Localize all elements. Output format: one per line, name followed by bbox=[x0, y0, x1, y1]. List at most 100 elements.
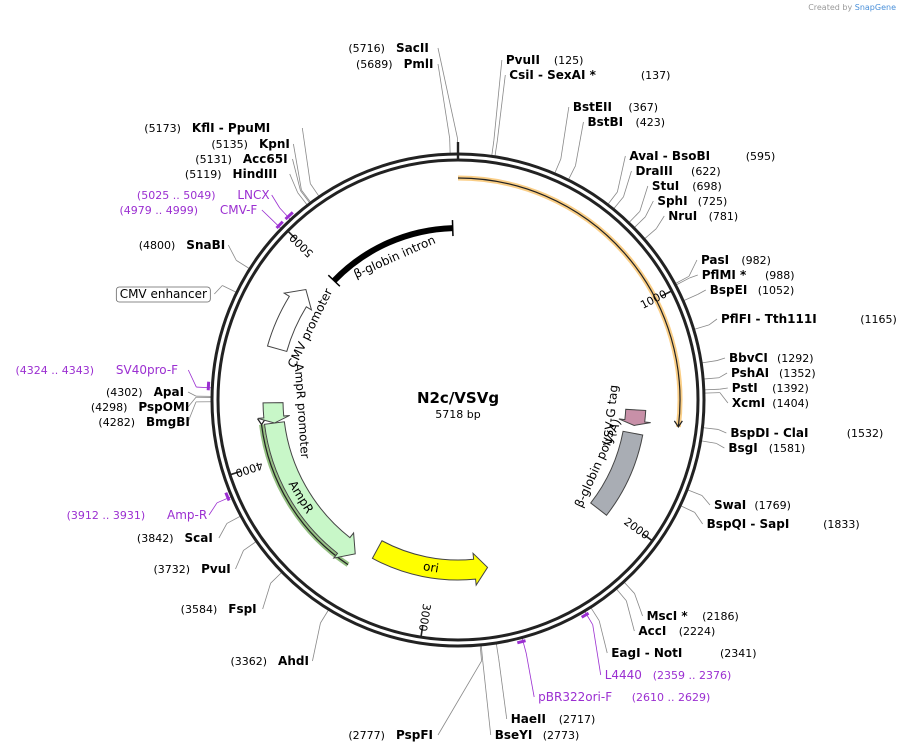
site-label-bbvci: BbvCI(1292) bbox=[729, 351, 814, 365]
site-name: HindIII bbox=[233, 167, 278, 181]
site-position: (1404) bbox=[772, 397, 809, 410]
site-position: (423) bbox=[635, 116, 665, 129]
site-position: (1392) bbox=[772, 382, 809, 395]
site-line bbox=[567, 165, 576, 181]
site-label-acci: AccI(2224) bbox=[638, 624, 715, 638]
site-label-swai: SwaI (1769) bbox=[714, 498, 791, 512]
site-position: (2224) bbox=[679, 625, 716, 638]
site-name: Amp-R bbox=[167, 508, 207, 522]
site-lines-layer bbox=[187, 47, 729, 736]
site-label-nrui: NruI(781) bbox=[668, 209, 738, 223]
orf-orange-head bbox=[673, 420, 683, 428]
site-label-pvui: PvuI(3732) bbox=[153, 562, 230, 576]
site-line bbox=[496, 74, 506, 142]
site-line bbox=[716, 357, 726, 361]
site-name: SwaI bbox=[714, 498, 746, 512]
site-line bbox=[590, 606, 600, 621]
site-position: (4979 .. 4999) bbox=[119, 204, 198, 217]
site-line bbox=[289, 173, 299, 193]
site-line bbox=[292, 158, 301, 191]
site-position: (5716) bbox=[348, 42, 385, 55]
site-name: SphI bbox=[657, 194, 687, 208]
site-name: SnaBI bbox=[186, 238, 225, 252]
site-line bbox=[719, 392, 729, 404]
ampr-promoter-shape bbox=[257, 402, 290, 424]
site-line bbox=[616, 155, 626, 193]
tick-label: 3000 bbox=[416, 603, 433, 633]
site-line bbox=[495, 642, 500, 659]
site-line bbox=[196, 386, 213, 389]
site-label-haeii: HaeII(2717) bbox=[511, 712, 596, 726]
site-label-sphi: SphI(725) bbox=[657, 194, 727, 208]
site-line bbox=[491, 140, 495, 157]
site-line bbox=[293, 143, 302, 191]
site-line bbox=[320, 609, 330, 624]
site-line bbox=[226, 515, 242, 524]
site-label-acc65i: Acc65I(5131) bbox=[195, 152, 287, 166]
site-line bbox=[703, 377, 720, 380]
site-label-kpni: KpnI(5135) bbox=[211, 137, 290, 151]
primer-label-amp-r: Amp-R(3912 .. 3931) bbox=[67, 508, 208, 522]
site-position: (1581) bbox=[769, 442, 806, 455]
orf-green-line bbox=[260, 424, 349, 566]
callout-text: CMV enhancer bbox=[120, 287, 207, 301]
callout-box bbox=[115, 286, 211, 303]
site-position: (4324 .. 4343) bbox=[16, 364, 95, 377]
site-position: (4298) bbox=[91, 401, 128, 414]
site-position: (1052) bbox=[758, 284, 795, 297]
bglobin-polya-shape bbox=[590, 430, 644, 516]
site-line bbox=[675, 277, 690, 286]
ori-label: ori bbox=[422, 559, 440, 575]
site-name: PflFI - Tth111I bbox=[721, 312, 817, 326]
site-label-csii-sexai: CsiI - SexAI *(137) bbox=[509, 68, 670, 82]
site-name: pBR322ori-F bbox=[538, 690, 612, 704]
site-line bbox=[309, 183, 320, 198]
site-position: (2610 .. 2629) bbox=[632, 691, 711, 704]
primer-label-sv40pro-f: SV40pro-F (4324 .. 4343) bbox=[16, 363, 179, 377]
site-line bbox=[688, 259, 698, 277]
site-line bbox=[187, 397, 197, 408]
site-position: (1769) bbox=[754, 499, 791, 512]
site-position: (595) bbox=[746, 150, 776, 163]
site-name: PspOMI bbox=[138, 400, 189, 414]
site-line bbox=[297, 192, 308, 206]
site-name: PflMI * bbox=[702, 268, 747, 282]
site-line bbox=[271, 194, 281, 209]
vsvg-tag-label: VSV-G tag bbox=[601, 384, 621, 446]
site-line bbox=[628, 211, 641, 224]
site-label-bseyi: BseYI(2773) bbox=[495, 728, 580, 742]
site-line bbox=[607, 191, 618, 205]
primer-mark bbox=[516, 639, 526, 645]
site-label-pspomi: PspOMI (4298) bbox=[91, 400, 190, 414]
site-line bbox=[598, 620, 608, 654]
site-line bbox=[693, 324, 710, 330]
tick-mark bbox=[229, 470, 242, 476]
plasmid-length: 5718 bp bbox=[435, 408, 480, 421]
site-name: ScaI bbox=[185, 531, 213, 545]
site-name: BspEI bbox=[710, 283, 748, 297]
vsvg-tag-shape bbox=[618, 408, 651, 426]
tick-label: 2000 bbox=[621, 515, 651, 542]
site-position: (1292) bbox=[777, 352, 814, 365]
site-label-bsgi: BsgI(1581) bbox=[728, 441, 805, 455]
site-label-pspfi: PspFI(2777) bbox=[348, 728, 433, 742]
site-name: XcmI bbox=[732, 396, 765, 410]
plasmid-name: N2c/VSVg bbox=[417, 389, 499, 407]
site-name: StuI bbox=[652, 179, 679, 193]
primer-mark bbox=[275, 220, 284, 230]
site-name: L4440 bbox=[605, 668, 642, 682]
center-label: N2c/VSVg 5718 bp bbox=[417, 389, 499, 421]
site-label-ahdi: AhdI(3362) bbox=[230, 654, 308, 668]
site-line bbox=[643, 228, 657, 240]
site-name: MscI * bbox=[647, 609, 689, 623]
site-name: SV40pro-F bbox=[116, 363, 178, 377]
site-line bbox=[702, 427, 719, 430]
site-line bbox=[716, 443, 725, 449]
site-position: (1833) bbox=[823, 518, 860, 531]
ampr-promoter-label: AmpR promoter bbox=[292, 363, 313, 459]
site-line bbox=[187, 391, 197, 397]
site-position: (3362) bbox=[230, 655, 267, 668]
site-position: (2359 .. 2376) bbox=[653, 669, 732, 682]
site-label-bspdi-clai: BspDI - ClaI(1532) bbox=[730, 426, 883, 440]
site-position: (4302) bbox=[106, 386, 143, 399]
